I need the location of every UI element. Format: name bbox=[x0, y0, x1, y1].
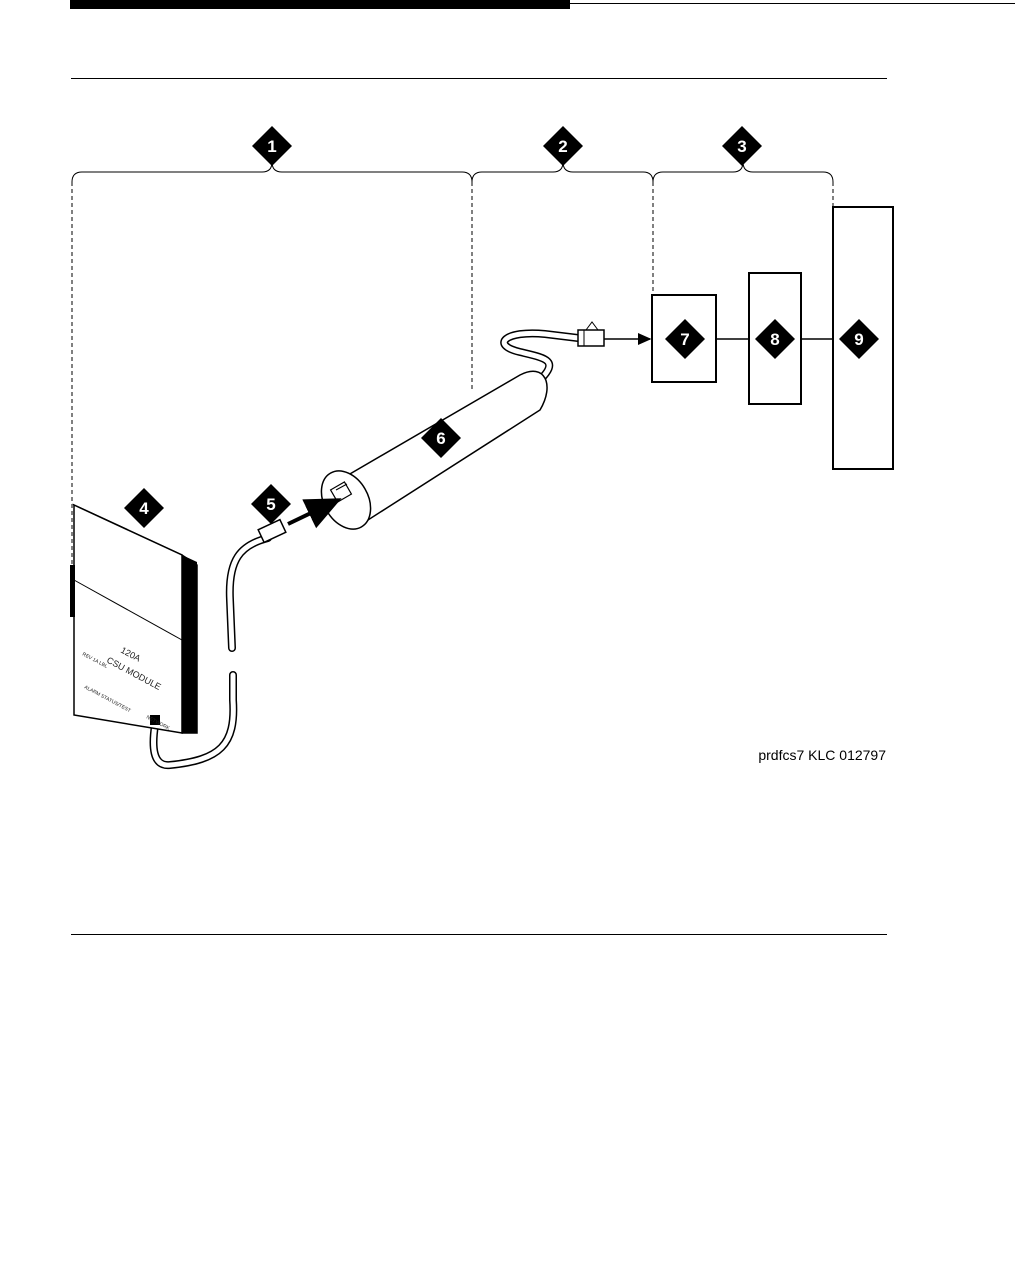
callout-6: 6 bbox=[421, 418, 461, 458]
callout-2-label: 2 bbox=[558, 137, 567, 156]
header-rule bbox=[570, 3, 1015, 4]
callout-3: 3 bbox=[722, 126, 762, 166]
callout-9: 9 bbox=[839, 319, 879, 359]
callout-4-label: 4 bbox=[139, 499, 149, 518]
rj-plug-7 bbox=[577, 321, 605, 347]
bottom-divider bbox=[71, 934, 887, 935]
callout-7: 7 bbox=[665, 319, 705, 359]
top-divider bbox=[71, 78, 887, 79]
box-7 bbox=[651, 294, 717, 383]
header-bar bbox=[70, 0, 570, 9]
callout-3-label: 3 bbox=[737, 137, 746, 156]
callout-2: 2 bbox=[543, 126, 583, 166]
callout-7-label: 7 bbox=[680, 330, 689, 349]
callout-1-label: 1 bbox=[267, 137, 276, 156]
callout-4: 4 bbox=[124, 488, 164, 528]
callout-5-label: 5 bbox=[266, 495, 275, 514]
lower-cable bbox=[225, 534, 272, 652]
csu-module: 120A CSU MODULE REV 1A LBL ALARM STATUS/… bbox=[70, 503, 198, 734]
callout-1: 1 bbox=[252, 126, 292, 166]
arrow-into-cylinder bbox=[287, 498, 342, 529]
callout-9-label: 9 bbox=[854, 330, 863, 349]
callout-5: 5 bbox=[251, 484, 291, 524]
rj-plug-5 bbox=[257, 518, 287, 544]
figure-credit: prdfcs7 KLC 012797 bbox=[758, 747, 886, 763]
callout-8-label: 8 bbox=[770, 330, 779, 349]
dashed-guides bbox=[71, 182, 834, 565]
callout-8: 8 bbox=[755, 319, 795, 359]
cylinder-adapter bbox=[320, 370, 548, 530]
callout-6-label: 6 bbox=[436, 429, 445, 448]
